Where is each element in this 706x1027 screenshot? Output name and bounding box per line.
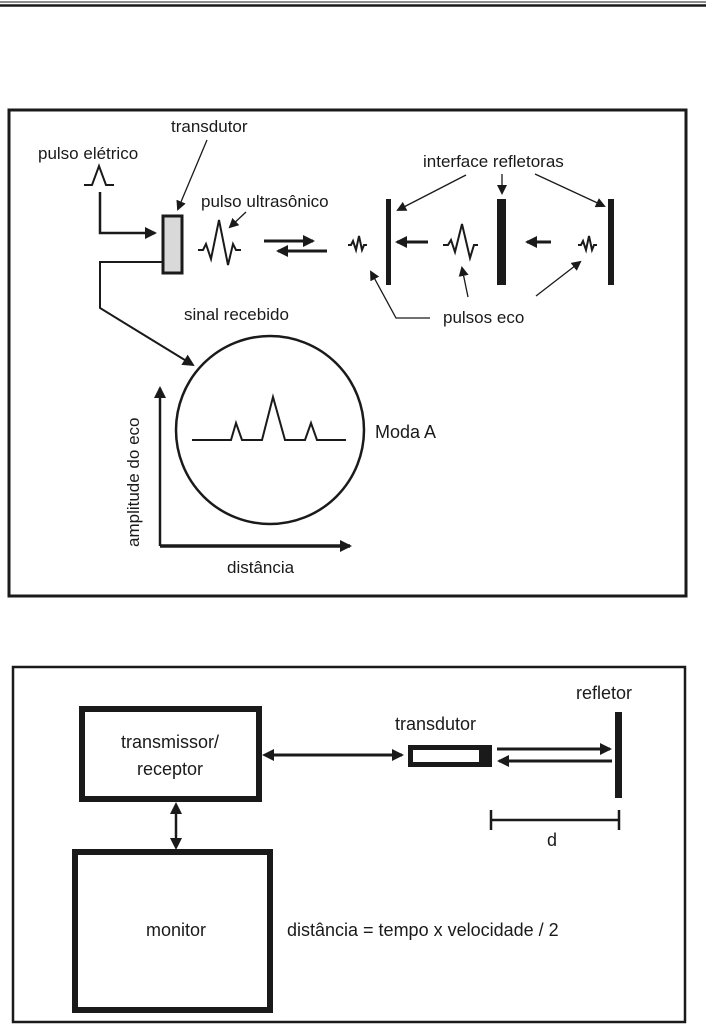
ultrasonic-pulse-label: pulso ultrasônico (201, 192, 329, 211)
mode-a-label: Moda A (375, 422, 436, 442)
transmitter-receiver-box (79, 706, 262, 802)
figure-2-block-diagram: transmissor/ receptor transdutor refleto… (11, 665, 687, 1024)
link-arrowhead-left (262, 749, 274, 761)
a-mode-trace (192, 393, 346, 441)
electric-pulse-waveform (84, 163, 114, 186)
received-signal-arrow (99, 261, 195, 367)
monitor-link-arrowhead-down (170, 838, 182, 850)
transducer-label-2: transdutor (395, 714, 476, 734)
interface-pointer-3 (534, 173, 606, 208)
transmitter-label-line2: receptor (137, 759, 203, 779)
interface-pointer-1 (396, 174, 467, 211)
ultrasonic-pulse-pointer (228, 211, 247, 229)
ultrasonic-pulse-waveform (198, 219, 241, 266)
electric-pulse-label: pulso elétrico (38, 144, 138, 163)
echo-pointer-3 (535, 260, 582, 297)
electric-to-transducer-arrow (98, 192, 157, 239)
echo-pulses-label: pulsos eco (443, 308, 524, 327)
received-signal-label: sinal recebido (184, 305, 289, 324)
a-mode-display (174, 334, 366, 526)
reflecting-interface-2 (497, 199, 506, 285)
transducer-element (161, 214, 184, 275)
echo-pulse-1 (348, 235, 367, 254)
transducer-pointer-arrow (176, 139, 208, 211)
echo-pointer-2 (458, 266, 469, 298)
y-axis-label: amplitude do eco (124, 418, 143, 547)
reflecting-interfaces-label: interface refletoras (423, 152, 564, 171)
figure-1-frame (7, 108, 688, 598)
figure-1-ultrasound-principle: pulso elétrico transdutor pulso ultrasôn… (7, 108, 688, 598)
monitor-box (72, 849, 273, 1013)
echo-pulse-3 (578, 235, 597, 254)
monitor-link-arrowhead-up (170, 802, 182, 814)
x-axis-label: distância (227, 558, 295, 577)
monitor-label: monitor (146, 920, 206, 940)
figure-2-frame (11, 665, 687, 1024)
transducer-label: transdutor (171, 117, 248, 136)
distance-formula: distância = tempo x velocidade / 2 (287, 920, 559, 940)
echo-pulse-2 (443, 223, 478, 262)
distance-symbol: d (547, 830, 557, 850)
transducer-window (413, 750, 479, 762)
reflecting-interface-1 (386, 199, 391, 285)
header-rule (0, 1, 706, 7)
reflecting-interface-3 (608, 199, 614, 285)
echo-pointer-1 (370, 270, 430, 319)
reflector-bar (615, 712, 622, 798)
reflector-label: refletor (576, 683, 632, 703)
transmitter-label-line1: transmissor/ (121, 732, 219, 752)
